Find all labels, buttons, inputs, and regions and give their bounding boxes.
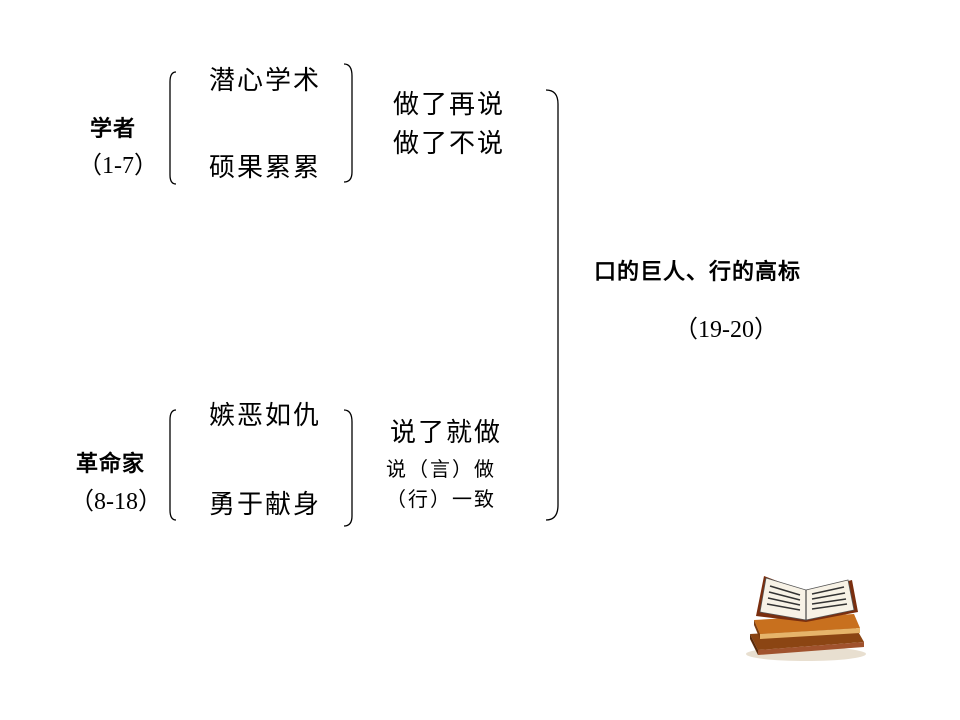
revolutionary-left-brace (169, 409, 177, 521)
conclusion-range: （19-20） (674, 317, 778, 343)
scholar-action-2: 做了不说 (393, 129, 506, 159)
revolutionary-trait-2: 勇于献身 (209, 490, 322, 520)
conclusion-brace (545, 89, 559, 521)
revolutionary-action-3: （行）一致 (386, 487, 496, 511)
revolutionary-action-2: 说（言）做 (386, 457, 496, 481)
revolutionary-action-1: 说了就做 (390, 418, 503, 448)
revolutionary-label: 革命家 (76, 452, 146, 477)
scholar-trait-1: 潜心学术 (209, 66, 322, 96)
revolutionary-range: （8-18） (70, 489, 162, 515)
revolutionary-right-brace (343, 409, 353, 527)
book-icon (746, 576, 866, 661)
scholar-action-1: 做了再说 (393, 90, 506, 120)
conclusion-title: 口的巨人、行的高标 (594, 260, 802, 285)
scholar-right-brace (343, 63, 353, 183)
scholar-label: 学者 (90, 117, 137, 142)
scholar-range: （1-7） (78, 153, 158, 179)
revolutionary-trait-1: 嫉恶如仇 (209, 401, 322, 431)
scholar-trait-2: 硕果累累 (209, 153, 322, 183)
scholar-left-brace (169, 71, 177, 185)
